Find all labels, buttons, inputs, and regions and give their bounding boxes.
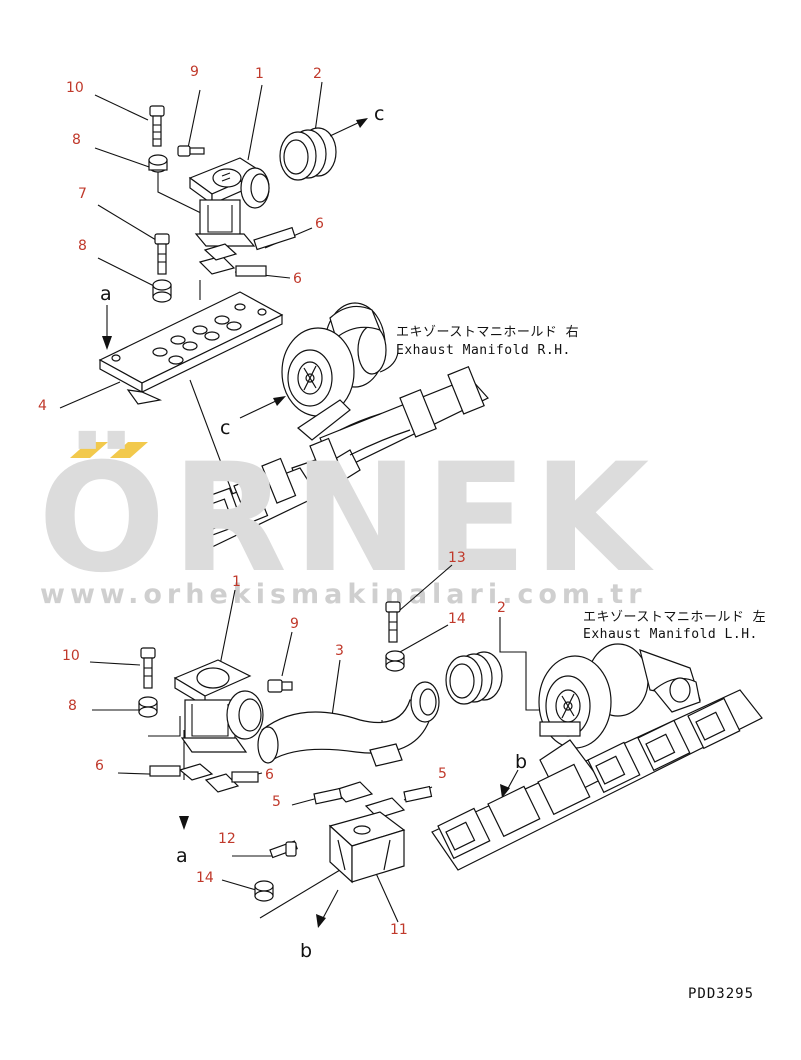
watermark-url: www.orhekismakinalari.com.tr bbox=[40, 579, 647, 610]
arrow-a-upper bbox=[102, 305, 112, 350]
pipe-part-3 bbox=[257, 681, 440, 764]
turbocharger-rh bbox=[281, 302, 387, 417]
callout-8-upper-b: 8 bbox=[78, 238, 87, 254]
view-label-b-lower: b bbox=[300, 940, 312, 962]
callout-14-upper: 14 bbox=[448, 611, 466, 627]
plate-holes bbox=[111, 303, 267, 365]
lower-assembly bbox=[89, 564, 763, 928]
exhaust-manifold-rh bbox=[189, 365, 489, 549]
washer-part-14-upper bbox=[385, 650, 405, 672]
manifold-lh-flanges bbox=[437, 697, 741, 860]
callout-3: 3 bbox=[335, 643, 344, 659]
callout-6-lower-a: 6 bbox=[95, 758, 104, 774]
callout-14-lower: 14 bbox=[196, 870, 214, 886]
arrow-c-to-turbo bbox=[239, 396, 286, 419]
support-part-11 bbox=[328, 811, 406, 884]
bolt-part-13 bbox=[385, 601, 401, 643]
bolt-part-9-upper bbox=[177, 145, 205, 157]
arrow-b-manifold bbox=[500, 784, 510, 798]
callout-2-lower: 2 bbox=[497, 600, 506, 616]
upper-leader-lines bbox=[59, 81, 399, 501]
drawing-code: PDD3295 bbox=[688, 986, 754, 1002]
upper-assembly bbox=[59, 81, 489, 549]
manifold-caption-lh-jp: エキゾーストマニホールド 左 bbox=[583, 610, 766, 625]
manifold-rh-flanges bbox=[233, 365, 485, 524]
manifold-caption-lh-en: Exhaust Manifold L.H. bbox=[583, 627, 758, 642]
callout-1-lower: 1 bbox=[232, 574, 241, 590]
upper-callouts: 10 9 1 2 8 7 6 6 8 4 a c c エキゾーストマニホールド … bbox=[38, 64, 579, 439]
callout-4-upper: 4 bbox=[38, 398, 47, 414]
callout-6-upper-b: 6 bbox=[293, 271, 302, 287]
elbow-part-1-upper bbox=[188, 157, 270, 247]
callout-12: 12 bbox=[218, 831, 236, 847]
callout-9-upper: 9 bbox=[190, 64, 199, 80]
arrow-c-upper bbox=[329, 118, 368, 137]
callout-8-upper: 8 bbox=[72, 132, 81, 148]
view-label-c-turbo: c bbox=[220, 417, 230, 439]
watermark-brand: ÖRNEK bbox=[38, 430, 655, 606]
exhaust-manifold-lh bbox=[431, 677, 763, 871]
callout-10-lower: 10 bbox=[62, 648, 80, 664]
view-label-b-manifold: b bbox=[515, 751, 527, 773]
bolt-part-10 bbox=[149, 105, 165, 147]
watermark: ÖRNEK www.orhekismakinalari.com.tr bbox=[38, 430, 655, 610]
elbow-part-1-lower bbox=[173, 659, 264, 753]
bolt-part-10-lower bbox=[140, 647, 156, 689]
washer-part-14-lower bbox=[254, 880, 274, 902]
clamp-part-2-upper bbox=[279, 127, 337, 181]
view-label-c-upper: c bbox=[374, 103, 384, 125]
gasket-part-6-upper bbox=[198, 226, 296, 277]
view-label-a-upper: a bbox=[100, 283, 112, 305]
watermark-accent bbox=[70, 442, 148, 458]
callout-6-lower-b: 6 bbox=[265, 767, 274, 783]
callout-13: 13 bbox=[448, 550, 466, 566]
gasket-part-6-lower bbox=[149, 763, 259, 793]
callout-10-upper: 10 bbox=[66, 80, 84, 96]
callout-5-a: 5 bbox=[272, 794, 281, 810]
clamp-part-2-lower bbox=[445, 651, 503, 705]
callout-9-lower: 9 bbox=[290, 616, 299, 632]
arrow-b-lower bbox=[316, 889, 339, 928]
callout-1-upper: 1 bbox=[255, 66, 264, 82]
plate-part-4 bbox=[98, 291, 284, 405]
callout-6-upper-a: 6 bbox=[315, 216, 324, 232]
view-label-a-lower: a bbox=[176, 845, 188, 867]
lower-callouts: 1 13 2 10 9 3 14 8 6 6 5 5 12 14 11 b a … bbox=[62, 550, 766, 962]
callout-2-upper: 2 bbox=[313, 66, 322, 82]
manifold-caption-rh-jp: エキゾーストマニホールド 右 bbox=[396, 325, 579, 340]
arrow-a-lower bbox=[179, 816, 189, 830]
washer-part-8-upper-b bbox=[152, 279, 172, 303]
bolt-part-12 bbox=[269, 840, 298, 859]
manifold-caption-rh-en: Exhaust Manifold R.H. bbox=[396, 343, 571, 358]
callout-11: 11 bbox=[390, 922, 408, 938]
gasket-part-5 bbox=[313, 743, 433, 819]
callout-5-b: 5 bbox=[438, 766, 447, 782]
callout-8-lower: 8 bbox=[68, 698, 77, 714]
turbocharger-lh bbox=[538, 643, 701, 749]
washer-part-8-upper bbox=[148, 154, 168, 173]
bolt-part-7 bbox=[154, 233, 170, 275]
callout-7-upper: 7 bbox=[78, 186, 87, 202]
bolt-part-9-lower bbox=[267, 679, 293, 693]
washer-part-8-lower bbox=[138, 696, 158, 718]
